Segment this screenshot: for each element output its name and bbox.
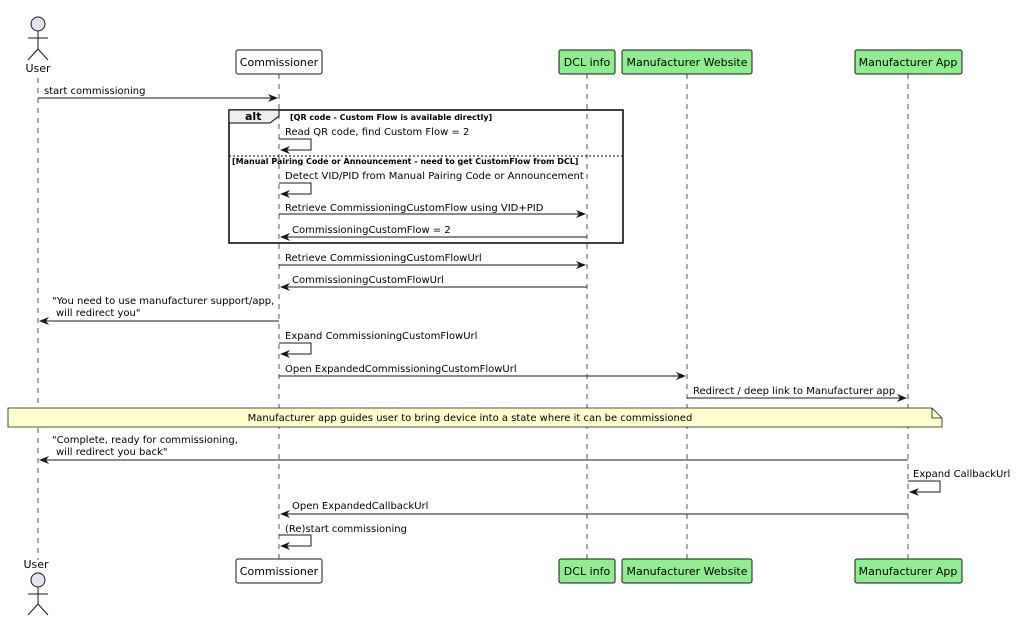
note: Manufacturer app guides user to bring de… — [7, 407, 943, 428]
alt-frame — [228, 109, 624, 244]
alt-keyword: alt — [245, 110, 261, 123]
actor-leg-left — [27, 603, 39, 616]
arrowhead — [909, 488, 919, 496]
arrowhead — [676, 372, 686, 380]
participants-top: User Commissioner DCL info Manufacturer … — [25, 16, 963, 75]
actor-head — [30, 16, 46, 32]
arrowhead — [280, 350, 290, 358]
arrowhead — [897, 394, 907, 402]
actor-user-label-top: User — [25, 62, 51, 75]
self-message-arrow — [908, 480, 941, 493]
note-box — [7, 407, 943, 428]
arrowhead — [268, 94, 278, 102]
participant-dcl-box-top — [558, 49, 616, 75]
message-label: CommissioningCustomFlow = 2 — [292, 225, 451, 236]
participant-dcl-label-bottom: DCL info — [564, 565, 611, 578]
note-text: Manufacturer app guides user to bring de… — [248, 413, 693, 424]
message-label: Redirect / deep link to Manufacturer app — [693, 386, 895, 397]
message-label: will redirect you back" — [56, 447, 167, 458]
participant-website-label-top: Manufacturer Website — [626, 56, 747, 69]
alt-fragment: alt [QR code - Custom Flow is available … — [228, 109, 624, 244]
messages: start commissioning Read QR code, find C… — [38, 86, 1010, 550]
arrowhead — [576, 261, 586, 269]
message-label: Expand CommissioningCustomFlowUrl — [285, 331, 477, 342]
participant-website-label-bottom: Manufacturer Website — [626, 565, 747, 578]
participant-app-box-bottom — [854, 558, 963, 584]
message-label: Read QR code, find Custom Flow = 2 — [285, 127, 469, 138]
participant-commissioner-label-top: Commissioner — [240, 56, 319, 69]
actor-user-label-bottom: User — [23, 558, 49, 571]
participant-app-label-top: Manufacturer App — [859, 56, 958, 69]
note-corner-fold — [931, 408, 942, 419]
arrowhead — [39, 317, 49, 325]
message-label: Open ExpandedCommissioningCustomFlowUrl — [285, 364, 517, 375]
participant-commissioner-box-bottom — [235, 558, 323, 584]
arrowhead — [576, 210, 586, 218]
arrowhead — [280, 146, 290, 154]
message-label: Detect VID/PID from Manual Pairing Code … — [285, 171, 584, 182]
arrowhead — [280, 283, 290, 291]
arrowhead — [280, 190, 290, 198]
arrowhead — [280, 542, 290, 550]
message-label: Retrieve CommissioningCustomFlow using V… — [285, 203, 544, 214]
message-label: (Re)start commissioning — [285, 524, 407, 535]
actor-leg-right — [37, 48, 49, 61]
actor-head — [30, 572, 46, 588]
participant-app-label-bottom: Manufacturer App — [859, 565, 958, 578]
participant-commissioner-label-bottom: Commissioner — [240, 565, 319, 578]
message-label: "Complete, ready for commissioning, — [52, 435, 238, 446]
self-message-arrow — [279, 342, 312, 355]
message-label: Expand CallbackUrl — [913, 469, 1010, 480]
participant-website-box-top — [621, 49, 753, 75]
actor-user-bottom — [27, 572, 49, 616]
lifelines — [37, 74, 909, 560]
arrowhead — [280, 510, 290, 518]
participant-dcl-box-bottom — [558, 558, 616, 584]
actor-leg-left — [27, 48, 39, 61]
message-label: start commissioning — [44, 86, 145, 97]
message-label: will redirect you" — [56, 308, 140, 319]
message-label: Retrieve CommissioningCustomFlowUrl — [285, 253, 482, 264]
participant-app-box-top — [854, 49, 963, 75]
participant-website-box-bottom — [621, 558, 753, 584]
self-message-arrow — [279, 534, 312, 547]
self-message-arrow — [279, 138, 312, 151]
alt-guard-1: [QR code - Custom Flow is available dire… — [290, 113, 492, 122]
participant-dcl-label-top: DCL info — [564, 56, 611, 69]
actor-leg-right — [37, 603, 49, 616]
participant-commissioner-box-top — [235, 49, 323, 75]
alt-label-tab — [228, 109, 280, 124]
arrowhead — [39, 456, 49, 464]
message-label: CommissioningCustomFlowUrl — [292, 275, 444, 286]
participants-bottom: User Commissioner DCL info Manufacturer … — [23, 558, 963, 616]
actor-user-top — [27, 16, 49, 61]
arrowhead — [280, 233, 290, 241]
message-label: Open ExpandedCallbackUrl — [292, 501, 428, 512]
self-message-arrow — [279, 182, 312, 195]
alt-guard-2: [Manual Pairing Code or Announcement - n… — [232, 157, 578, 166]
message-label: "You need to use manufacturer support/ap… — [52, 296, 274, 307]
